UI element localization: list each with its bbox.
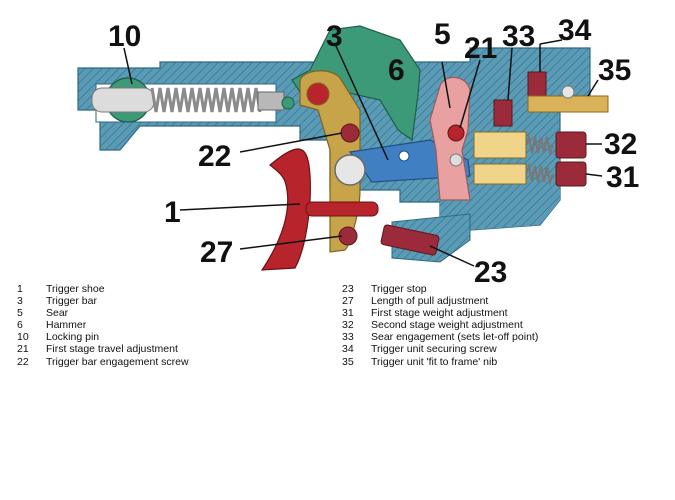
- legend-number: 1: [17, 283, 23, 295]
- legend-number: 22: [17, 355, 29, 368]
- callout-10: 10: [108, 20, 141, 53]
- trigger-bar-engagement-screw: [340, 123, 360, 143]
- legend-number: 6: [17, 319, 23, 332]
- legend-label: First stage weight adjustment: [371, 307, 508, 320]
- callout-31: 31: [606, 161, 639, 194]
- legend-left: 1 Trigger shoe 3 Trigger bar 5 Sear 6 Hammer 10 L…: [17, 283, 337, 368]
- legend-item: 31 First stage weight adjustment: [342, 307, 662, 319]
- legend-number: 5: [17, 307, 23, 320]
- legend-label: Second stage weight adjustment: [371, 319, 523, 332]
- callout-1: 1: [164, 196, 181, 229]
- legend-label: Sear engagement (sets let-off point): [371, 331, 539, 344]
- legend-item: 33 Sear engagement (sets let-off point): [342, 331, 662, 343]
- callout-22: 22: [198, 140, 231, 173]
- legend-number: 21: [17, 343, 29, 356]
- legend-number: 27: [342, 295, 354, 308]
- legend-item: 27 Length of pull adjustment: [342, 295, 662, 307]
- legend-item: 21 First stage travel adjustment: [17, 343, 337, 355]
- nib-pin: [561, 85, 575, 99]
- securing-screw: [527, 71, 547, 97]
- legend-label: Hammer: [46, 319, 87, 332]
- legend-number: 32: [342, 319, 354, 332]
- callout-35: 35: [598, 54, 631, 87]
- callout-33: 33: [502, 20, 535, 53]
- link-roller: [334, 154, 366, 186]
- legend-number: 31: [342, 307, 354, 320]
- legend-number: 34: [342, 343, 354, 356]
- callout-32: 32: [604, 128, 637, 161]
- legend-label: Trigger unit 'fit to frame' nib: [371, 355, 498, 368]
- callout-27: 27: [200, 236, 233, 269]
- legend-label: First stage travel adjustment: [46, 343, 178, 356]
- legend-label: Locking pin: [46, 331, 100, 344]
- hammer-spring: [150, 87, 262, 113]
- legend-label: Trigger shoe: [46, 283, 105, 295]
- legend-label: Trigger bar engagement screw: [46, 355, 189, 368]
- callout-34: 34: [558, 14, 592, 47]
- legend-label: Sear: [46, 307, 69, 320]
- link-pin: [398, 150, 410, 162]
- trigger-mechanism-diagram: 10 3 6 5 21 33 34 35 32 31 22 1 27 23: [77, 14, 639, 285]
- legend-number: 23: [342, 283, 354, 295]
- legend-item: 6 Hammer: [17, 319, 337, 331]
- legend-item: 5 Sear: [17, 307, 337, 319]
- hammer: [291, 25, 421, 142]
- sear-engagement-screw: [493, 99, 513, 127]
- leader-lines: [123, 39, 603, 267]
- legend-number: 3: [17, 295, 23, 308]
- legend-label: Trigger bar: [46, 295, 97, 308]
- legend-item: 22 Trigger bar engagement screw: [17, 356, 337, 368]
- locking-pin: [91, 77, 155, 123]
- legend-label: Trigger stop: [371, 283, 427, 295]
- trigger-shoe: [260, 148, 311, 271]
- sear-roller: [449, 153, 463, 167]
- callout-23: 23: [474, 256, 507, 285]
- legend-number: 35: [342, 355, 354, 368]
- legend-item: 23 Trigger stop: [342, 283, 662, 295]
- legend-item: 10 Locking pin: [17, 331, 337, 343]
- callout-5: 5: [434, 18, 451, 51]
- legend-item: 34 Trigger unit securing screw: [342, 343, 662, 355]
- legend-number: 33: [342, 331, 354, 344]
- callout-21: 21: [464, 32, 497, 65]
- callout-3: 3: [326, 20, 343, 53]
- legend-item: 1 Trigger shoe: [17, 283, 337, 295]
- trigger-pin: [305, 201, 379, 217]
- legend-right: 23 Trigger stop 27 Length of pull adjustmen…: [342, 283, 662, 368]
- spring-guide: [257, 91, 285, 111]
- legend-item: 35 Trigger unit 'fit to frame' nib: [342, 356, 662, 368]
- callout-6: 6: [388, 54, 405, 87]
- legend-label: Trigger unit securing screw: [371, 343, 497, 356]
- sear-pivot: [447, 124, 465, 142]
- legend-item: 32 Second stage weight adjustment: [342, 319, 662, 331]
- legend-item: 3 Trigger bar: [17, 295, 337, 307]
- trigger-stop-screw: [380, 224, 440, 256]
- legend-label: Length of pull adjustment: [371, 295, 489, 308]
- legend-number: 10: [17, 331, 29, 344]
- second-stage-weight-assembly: [473, 131, 587, 159]
